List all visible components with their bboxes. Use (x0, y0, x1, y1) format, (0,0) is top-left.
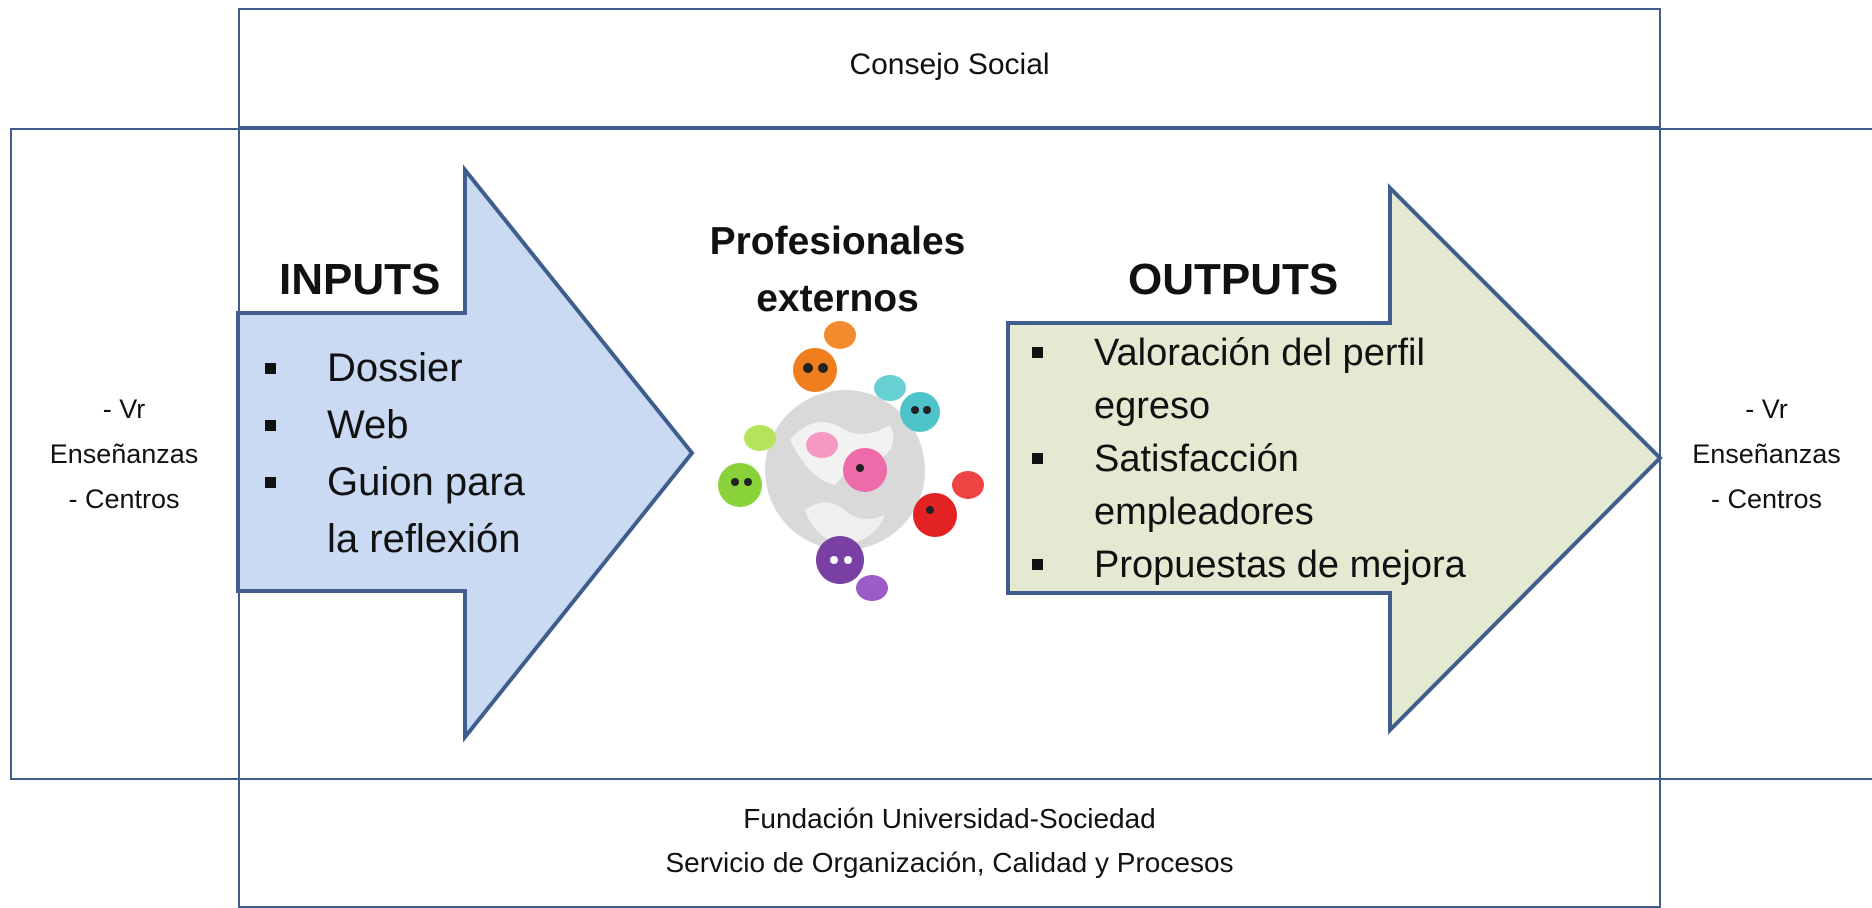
inputs-list: Dossier Web Guion para la reflexión (265, 340, 525, 568)
left-label-line2: Enseñanzas (49, 439, 199, 469)
inputs-arrow (236, 164, 695, 743)
outputs-list: Valoración del perfil egreso Satisfacció… (1032, 327, 1466, 592)
top-panel (238, 8, 1661, 128)
birds-around-globe-icon (718, 321, 984, 601)
left-label-line3: - Centros (68, 484, 180, 514)
left-label: - Vr Enseñanzas - Centros (10, 387, 238, 522)
outputs-item-satisfaccion-line2: empleadores (1094, 491, 1314, 533)
outputs-item-propuestas: Propuestas de mejora (1032, 539, 1466, 592)
bottom-label-line1: Fundación Universidad-Sociedad (743, 803, 1156, 834)
outputs-item-valoracion: Valoración del perfil egreso (1032, 327, 1466, 433)
outputs-item-valoracion-line2: egreso (1094, 385, 1211, 427)
top-label: Consejo Social (849, 48, 1050, 81)
inputs-item-dossier: Dossier (265, 340, 525, 397)
left-label-line1: - Vr (102, 394, 146, 424)
outputs-item-satisfaccion-line1: Satisfacción (1094, 438, 1299, 480)
inputs-item-guion-line2: la reflexión (327, 517, 521, 561)
outputs-item-propuestas-line1: Propuestas de mejora (1094, 544, 1466, 586)
right-label: - Vr Enseñanzas - Centros (1661, 387, 1872, 522)
bottom-label-line2: Servicio de Organización, Calidad y Proc… (665, 847, 1234, 878)
inputs-item-web: Web (265, 397, 525, 454)
center-title: Profesionales externos (690, 213, 985, 327)
inputs-heading: INPUTS (279, 255, 441, 304)
right-label-line2: Enseñanzas (1692, 439, 1841, 469)
center-title-line2: externos (756, 277, 919, 320)
outputs-arrow (1006, 183, 1663, 735)
outputs-heading: OUTPUTS (1128, 255, 1339, 304)
right-label-line1: - Vr (1745, 394, 1788, 424)
outputs-item-valoracion-line1: Valoración del perfil (1094, 332, 1425, 374)
inputs-item-guion-line1: Guion para (327, 460, 525, 504)
inputs-item-guion: Guion para la reflexión (265, 454, 525, 568)
right-label-line3: - Centros (1710, 484, 1823, 514)
center-title-line1: Profesionales (709, 220, 966, 263)
bottom-label: Fundación Universidad-Sociedad Servicio … (238, 797, 1661, 885)
outputs-item-satisfaccion: Satisfacción empleadores (1032, 433, 1466, 539)
